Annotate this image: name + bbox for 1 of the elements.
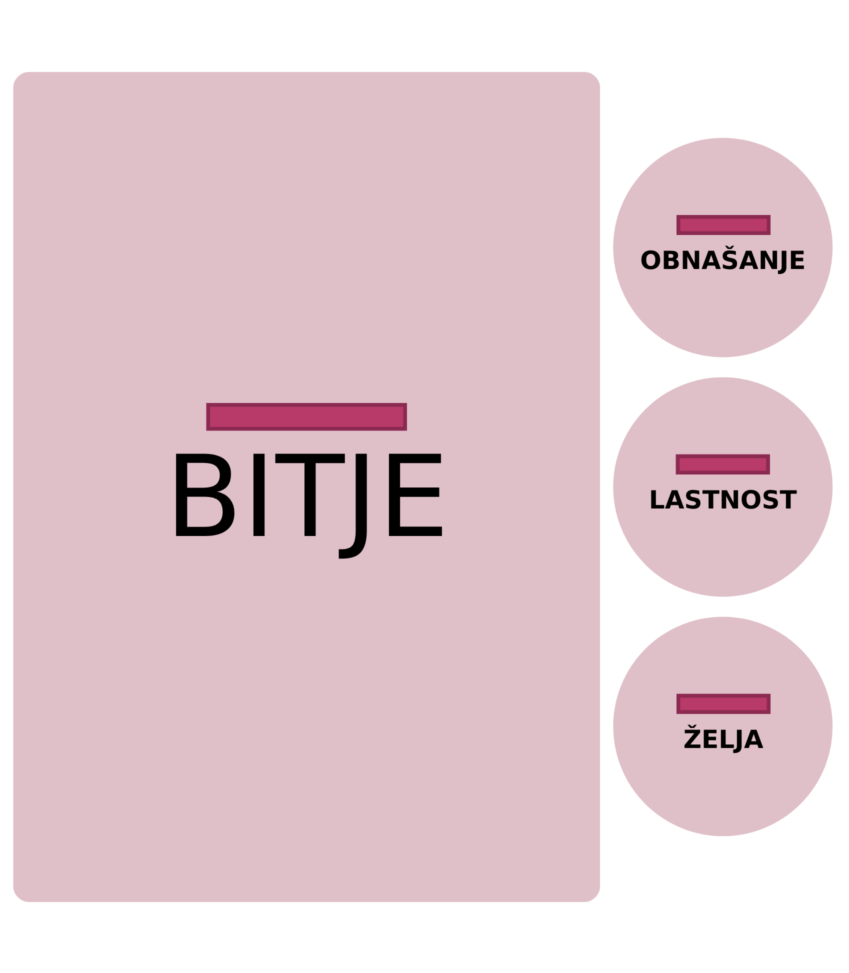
node-box: BITJE (13, 72, 600, 902)
